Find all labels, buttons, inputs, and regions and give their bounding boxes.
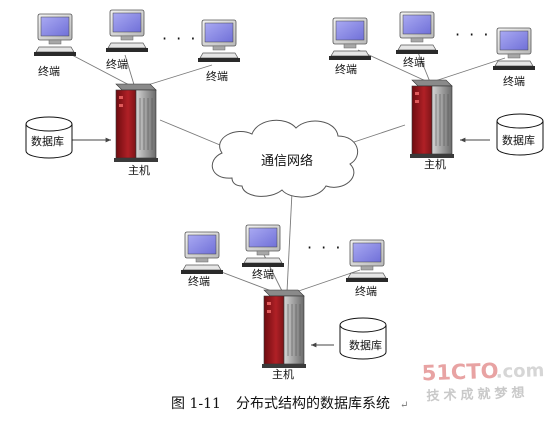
terminal-icon [105, 9, 149, 53]
network-cloud [211, 119, 359, 198]
terminal-label: 终端 [403, 55, 425, 69]
terminal-label: 终端 [106, 57, 128, 71]
terminal-label: 终端 [355, 284, 377, 298]
terminal-label: 终端 [38, 64, 60, 78]
database-label: 数据库 [31, 134, 64, 148]
database-label: 数据库 [349, 338, 382, 352]
terminal-icon [395, 11, 439, 55]
ellipsis: · · · [307, 238, 342, 257]
figure-title: 分布式结构的数据库系统 [236, 396, 390, 412]
return-mark: ↵ [400, 400, 408, 411]
terminal-label: 终端 [188, 274, 210, 288]
database-label: 数据库 [502, 133, 535, 147]
server-icon [409, 79, 455, 159]
watermark-slogan: 技术成就梦想 [426, 385, 529, 405]
terminal-label: 终端 [503, 74, 525, 88]
terminal-icon [345, 239, 389, 283]
server-icon [261, 289, 307, 369]
terminal-icon [492, 27, 536, 71]
host-label: 主机 [424, 157, 446, 171]
network-label: 通信网络 [261, 153, 313, 169]
terminal-label: 终端 [252, 267, 274, 281]
terminal-icon [180, 231, 224, 275]
terminal-icon [241, 224, 285, 268]
host-label: 主机 [272, 367, 294, 381]
watermark-domain: .com [495, 360, 544, 383]
watermark-brand: 51CTO [421, 359, 499, 386]
ellipsis: · · · [455, 25, 490, 44]
ellipsis: · · · [162, 29, 197, 48]
host-label: 主机 [128, 163, 150, 177]
figure-number: 图 1-11 [171, 396, 221, 412]
terminal-icon [33, 13, 77, 57]
terminal-label: 终端 [335, 62, 357, 76]
terminal-icon [197, 19, 241, 63]
terminal-label: 终端 [206, 69, 228, 83]
watermark: 51CTO .com 技术成就梦想 [421, 359, 544, 405]
terminal-icon [328, 17, 372, 61]
server-icon [113, 83, 159, 163]
